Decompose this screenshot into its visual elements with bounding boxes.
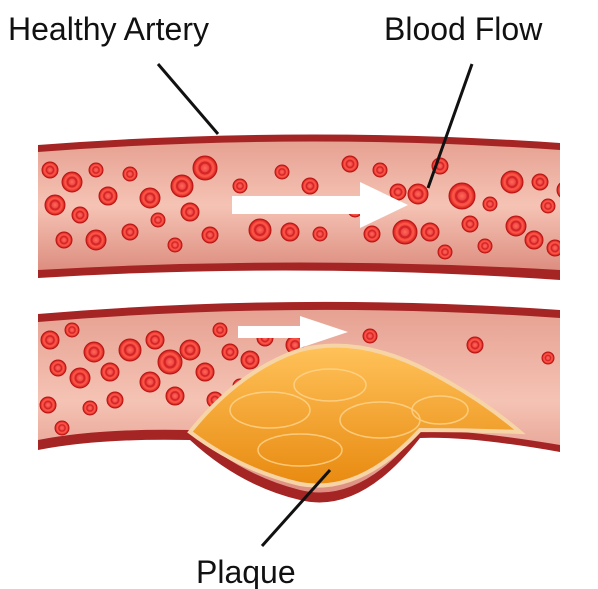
blood-cell	[45, 195, 65, 215]
blood-cell	[83, 401, 97, 415]
blood-cell	[557, 181, 575, 199]
blood-cell	[119, 339, 141, 361]
blood-cell	[213, 323, 227, 337]
blood-cell	[478, 239, 492, 253]
blood-flow-label: Blood Flow	[384, 11, 543, 47]
blood-cell	[525, 231, 543, 249]
blood-cell	[506, 216, 526, 236]
blood-cell	[166, 387, 184, 405]
blood-cell	[62, 172, 82, 192]
blood-cell	[421, 223, 439, 241]
blood-cell	[99, 187, 117, 205]
healthy-artery-label: Healthy Artery	[8, 11, 209, 47]
blood-cell	[55, 421, 69, 435]
blood-cell	[50, 360, 66, 376]
blood-cell	[501, 171, 523, 193]
blood-cell	[158, 350, 182, 374]
blood-cell	[171, 175, 193, 197]
blood-cell	[438, 245, 452, 259]
blood-cell	[393, 220, 417, 244]
blood-cell	[202, 227, 218, 243]
blood-cell	[180, 340, 200, 360]
blood-cell	[467, 337, 483, 353]
blood-cell	[547, 240, 563, 256]
blood-cell	[86, 230, 106, 250]
blood-cell	[233, 179, 247, 193]
blood-cell	[84, 342, 104, 362]
blood-cell	[541, 199, 555, 213]
blood-cell	[40, 397, 56, 413]
blood-cell	[140, 188, 160, 208]
blood-cell	[193, 156, 217, 180]
blood-cell	[302, 178, 318, 194]
blood-cell	[72, 207, 88, 223]
blood-cell	[342, 156, 358, 172]
blood-cell	[462, 216, 478, 232]
blood-cell	[107, 392, 123, 408]
blood-cell	[567, 207, 581, 221]
blood-cell	[65, 323, 79, 337]
blood-cell	[196, 363, 214, 381]
blood-cell	[123, 167, 137, 181]
blood-cell	[42, 162, 58, 178]
blood-cell	[168, 238, 182, 252]
blood-cell	[89, 163, 103, 177]
blood-cell	[364, 226, 380, 242]
blood-cell	[408, 184, 428, 204]
blood-cell	[181, 203, 199, 221]
blood-cell	[483, 197, 497, 211]
blood-cell	[146, 331, 164, 349]
blood-cell	[140, 372, 160, 392]
blood-cell	[151, 213, 165, 227]
healthy-artery	[38, 134, 581, 280]
healthy-artery-leader-line	[158, 64, 218, 134]
blood-cell	[222, 344, 238, 360]
blood-cell	[313, 227, 327, 241]
narrowed-artery	[38, 302, 560, 503]
blood-cell	[70, 368, 90, 388]
blood-cell	[122, 224, 138, 240]
blood-cell	[373, 163, 387, 177]
blood-cell	[449, 183, 475, 209]
blood-cell	[101, 363, 119, 381]
blood-cell	[56, 232, 72, 248]
blood-cell	[241, 351, 259, 369]
blood-cell	[249, 219, 271, 241]
plaque-label: Plaque	[196, 554, 296, 589]
blood-cell	[275, 165, 289, 179]
blood-cell	[281, 223, 299, 241]
blood-cell	[542, 352, 554, 364]
blood-cell	[532, 174, 548, 190]
blood-cell	[363, 329, 377, 343]
blood-cell	[41, 331, 59, 349]
